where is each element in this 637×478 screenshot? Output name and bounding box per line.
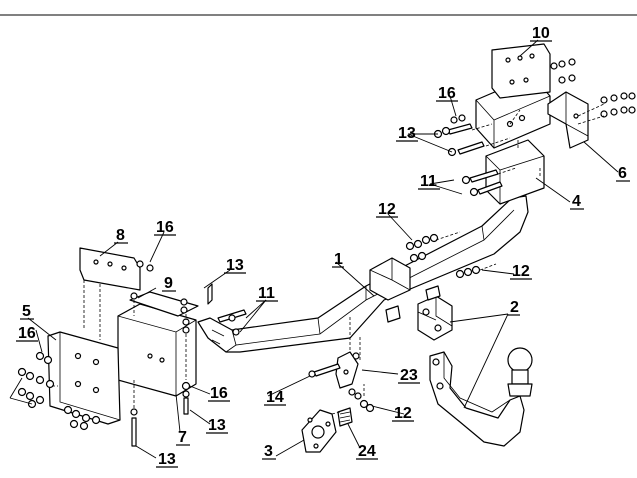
- center-bracket: [369, 257, 411, 301]
- callout-14: 14: [266, 389, 284, 406]
- left-plate-part: [79, 247, 141, 291]
- callout-24: 24: [358, 443, 376, 460]
- callout-23: 23: [400, 367, 418, 384]
- crossbar-part: [197, 195, 529, 353]
- callout-16-left: 16: [18, 325, 36, 342]
- callout-12-upper: 12: [378, 201, 396, 218]
- callout-2: 2: [510, 299, 519, 316]
- callout-13-bottom: 13: [158, 451, 176, 468]
- callout-13-right: 13: [398, 125, 416, 142]
- callout-6: 6: [618, 165, 627, 182]
- callout-13-top-left: 13: [226, 257, 244, 274]
- left-bracket-part: [117, 291, 199, 397]
- callout-13-bracket: 13: [208, 417, 226, 434]
- callout-3: 3: [264, 443, 273, 460]
- callout-9: 9: [164, 275, 173, 292]
- callout-10: 10: [532, 25, 550, 42]
- callout-1: 1: [334, 251, 343, 268]
- socket-plate-part: [301, 316, 375, 453]
- left-outer-plate-part: [47, 331, 121, 425]
- tow-ball-part: [385, 285, 533, 447]
- callout-5: 5: [22, 303, 31, 320]
- callout-11-left: 11: [258, 285, 275, 302]
- right-plate-part: [491, 43, 551, 99]
- callout-16-plate: 16: [156, 219, 174, 236]
- angle-bracket-part: [547, 91, 589, 149]
- callout-16-right: 16: [438, 85, 456, 102]
- right-fasteners: [433, 58, 636, 197]
- callout-4: 4: [572, 193, 581, 210]
- callout-12-lower: 12: [394, 405, 412, 422]
- callout-8: 8: [116, 227, 125, 244]
- center-fasteners: [405, 231, 497, 279]
- callout-labels: 1 2 3 4 5 6 7 8 9 10 11 11 12 12 12 13 1…: [16, 25, 630, 468]
- callout-16-bracket: 16: [210, 385, 228, 402]
- callout-7: 7: [178, 429, 187, 446]
- callout-11-right: 11: [420, 173, 437, 190]
- leader-lines: [9, 39, 619, 459]
- callout-12-mid: 12: [512, 263, 530, 280]
- left-fasteners: [17, 260, 247, 447]
